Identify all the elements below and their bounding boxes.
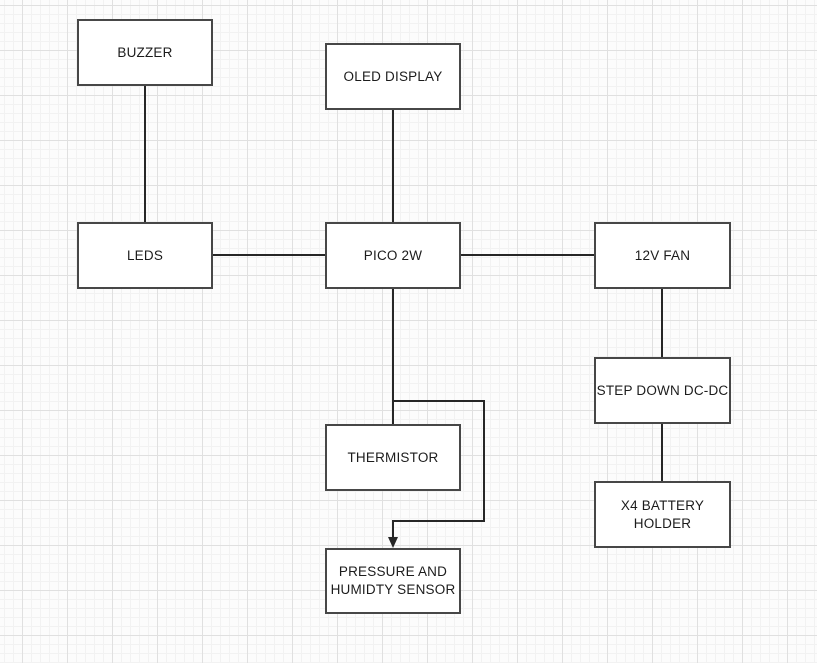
node-step-down-dc-dc[interactable]: STEP DOWN DC-DC: [594, 357, 731, 424]
node-step-down-dc-dc-label: STEP DOWN DC-DC: [596, 382, 729, 398]
node-thermistor[interactable]: THERMISTOR: [325, 424, 461, 491]
edge-pico-fan: [461, 254, 594, 256]
node-12v-fan[interactable]: 12V FAN: [594, 222, 731, 289]
edge-buzzer-leds: [144, 86, 146, 222]
node-pressure-humidity-sensor[interactable]: PRESSURE AND HUMIDTY SENSOR: [325, 548, 461, 614]
node-leds-label: LEDS: [126, 247, 164, 263]
node-oled-display-label: OLED DISPLAY: [343, 68, 443, 84]
node-pico-2w-label: PICO 2W: [363, 247, 423, 263]
edge-oled-pico: [392, 110, 394, 222]
edge-pico-sensor-segment-2: [483, 400, 485, 522]
edge-pico-sensor-segment-1: [392, 400, 485, 402]
edge-pico-thermistor: [392, 289, 394, 424]
node-pico-2w[interactable]: PICO 2W: [325, 222, 461, 289]
node-x4-battery-holder[interactable]: X4 BATTERY HOLDER: [594, 481, 731, 548]
edge-stepdown-battery: [661, 424, 663, 481]
arrow-head-icon: [388, 537, 398, 548]
edge-pico-sensor-segment-3: [392, 520, 485, 522]
node-pressure-humidity-sensor-label: PRESSURE AND HUMIDTY SENSOR: [330, 564, 456, 597]
node-12v-fan-label: 12V FAN: [634, 247, 691, 263]
node-leds[interactable]: LEDS: [77, 222, 213, 289]
edge-leds-pico: [213, 254, 325, 256]
edge-fan-stepdown: [661, 289, 663, 357]
node-oled-display[interactable]: OLED DISPLAY: [325, 43, 461, 110]
node-thermistor-label: THERMISTOR: [347, 449, 439, 465]
node-buzzer[interactable]: BUZZER: [77, 19, 213, 86]
node-buzzer-label: BUZZER: [117, 44, 173, 60]
node-x4-battery-holder-label: X4 BATTERY HOLDER: [620, 497, 705, 531]
edge-pico-sensor-segment-4: [392, 520, 394, 538]
